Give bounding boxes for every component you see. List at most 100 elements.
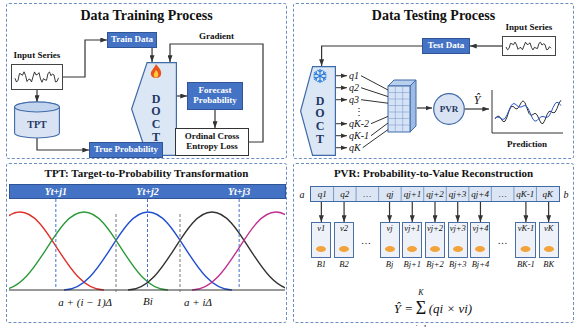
bin-box: vj+4Bj+4 <box>470 222 490 258</box>
circle-outline <box>434 94 465 125</box>
node-text: Bj <box>386 260 394 269</box>
node-text: Ordinal Cross Entropy Loss <box>178 132 246 152</box>
node-text: TPT <box>27 119 46 130</box>
target-guide <box>147 199 148 288</box>
value-dot <box>339 246 349 252</box>
fan-line <box>336 87 347 88</box>
cell-divider <box>446 187 447 201</box>
label-holder: qK-2 <box>349 113 369 131</box>
node-text: vj <box>386 224 392 233</box>
value-dot <box>475 246 485 252</box>
cell-divider <box>333 187 334 201</box>
connector <box>525 202 526 222</box>
node-text: vK <box>544 224 553 233</box>
bin-box: v1B1 <box>311 222 331 258</box>
value-dot <box>544 246 554 252</box>
chart-line <box>495 100 561 123</box>
label-holder: a + iΔ <box>184 292 212 310</box>
node-text: qj+4 <box>469 187 492 201</box>
value-dot <box>385 246 395 252</box>
free-label: qK <box>349 142 361 153</box>
data-box: Forecast Probability <box>187 82 243 110</box>
connector <box>389 202 390 222</box>
cube-front <box>388 86 410 132</box>
gaussian-curve <box>64 212 232 290</box>
probability-bar: q1q2…qjqj+1qj+2qj+3qj+4…qK-1qK <box>310 186 560 202</box>
label-holder: (qi × vi) <box>429 299 472 317</box>
label-holder: … <box>361 230 371 248</box>
node-text: Bj+2 <box>426 260 444 269</box>
fan-line <box>361 76 388 90</box>
transform-cylinder: TPT <box>14 102 60 138</box>
edge-label: Ŷ <box>472 94 483 107</box>
snowflake-arm <box>313 70 328 81</box>
data-box: Train Data <box>107 32 157 48</box>
free-label: Σ <box>416 299 426 317</box>
node-text: Prediction <box>507 140 547 150</box>
node-text: q2 <box>334 187 357 201</box>
node-text: vK-1 <box>518 224 535 233</box>
fan-line <box>371 116 388 123</box>
cell-divider <box>423 187 424 201</box>
flame-inner <box>154 70 159 78</box>
fan-line <box>336 99 347 100</box>
label-holder: qK-1 <box>349 125 369 143</box>
node-text: Yt+j1 <box>45 186 67 197</box>
connector <box>465 108 489 109</box>
bin-box: vK-1BK-1 <box>515 222 536 258</box>
value-dot <box>453 246 463 252</box>
arrow <box>417 107 432 108</box>
target-guide <box>55 199 56 288</box>
bin-box: vj+1Bj+1 <box>402 222 422 258</box>
process-panel: PVR: Probability-to-Value Reconstruction… <box>293 163 574 323</box>
free-label: q2 <box>349 82 359 93</box>
node-text: … <box>356 187 379 201</box>
label-holder: Σ <box>416 299 426 318</box>
chart-line <box>495 102 561 121</box>
node-text: Train Data <box>111 35 153 45</box>
label-holder: q3 <box>349 89 359 107</box>
node-text: Bj+3 <box>449 260 467 269</box>
prediction-chart: Prediction <box>489 88 565 136</box>
process-panel: Data Testing ProcessInput SeriesTest Dat… <box>293 3 574 159</box>
node-text: qj+2 <box>424 187 447 201</box>
fan-line <box>336 75 347 76</box>
snowflake-stroke <box>313 70 328 81</box>
node-text: vj+3 <box>450 224 466 233</box>
gaussian-curve <box>9 212 104 290</box>
free-label: q1 <box>349 70 359 81</box>
node-outline <box>489 88 565 136</box>
value-dot <box>407 246 417 252</box>
node-text: Bj+1 <box>403 260 421 269</box>
snowflake-icon <box>313 69 328 83</box>
node-text: Data Testing Process <box>294 8 573 23</box>
node-text: B1 <box>317 260 326 269</box>
data-box: Test Data <box>422 38 470 54</box>
node-text: B2 <box>339 260 348 269</box>
loss-box: Ordinal Cross Entropy Loss <box>175 128 249 156</box>
cube-grid <box>388 86 410 132</box>
label-holder: q2 <box>349 77 359 95</box>
node-text: qK <box>536 187 559 201</box>
connector <box>548 202 549 222</box>
connector <box>434 202 435 222</box>
label-holder: q1 <box>349 65 359 83</box>
label-holder: Gradient <box>197 25 236 43</box>
flame-outer <box>151 64 161 78</box>
bin-box: vj+3Bj+3 <box>448 222 468 258</box>
node-text: DOCT <box>314 95 326 145</box>
input-series-box: Input Series <box>11 64 63 90</box>
free-label: … <box>361 235 371 246</box>
label-holder: a + (i − 1)Δ <box>58 292 112 310</box>
free-label: Ŷ = <box>394 302 413 316</box>
model-block: DOCT <box>300 66 336 156</box>
node-text: qK-1 <box>514 187 537 201</box>
node-text: Test Data <box>428 41 464 51</box>
bin-box: v2B2 <box>334 222 354 258</box>
free-label: … <box>497 235 507 246</box>
fan-line <box>336 135 347 136</box>
cell-divider <box>356 187 357 201</box>
connector <box>457 202 458 222</box>
node-text: vj+4 <box>472 224 488 233</box>
cell-divider <box>536 187 537 201</box>
